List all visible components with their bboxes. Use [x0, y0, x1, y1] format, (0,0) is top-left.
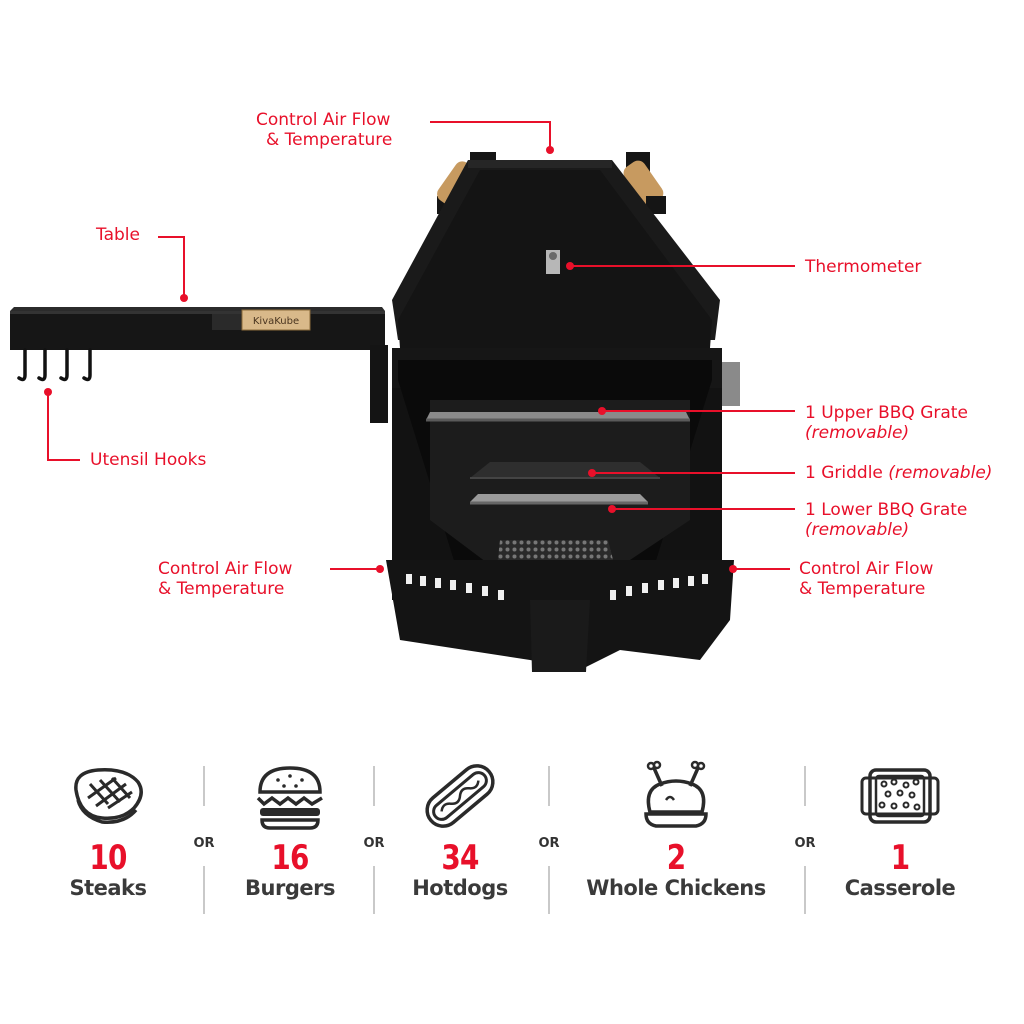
thermometer-gauge [546, 250, 560, 274]
callout-top-air-flow: Control Air Flow & Temperature [256, 110, 392, 150]
or-separator: OR [193, 836, 215, 851]
griddle [470, 462, 660, 479]
grill-diagram: KivaKube [10, 121, 795, 672]
count-casserole: 1 [890, 838, 910, 878]
label-chickens: Whole Chickens [586, 876, 766, 900]
upper-grate [426, 412, 690, 422]
label-burgers: Burgers [245, 876, 335, 900]
callout-line: Table [96, 225, 140, 245]
count-burgers: 16 [271, 838, 309, 878]
count-steaks: 10 [89, 838, 127, 878]
callout-line: Thermometer [805, 257, 922, 277]
vent-slots [406, 574, 708, 600]
count-chickens: 2 [666, 838, 686, 878]
capacity-chickens: 2 Whole Chickens [574, 760, 778, 900]
brand-plate-text: KivaKube [253, 316, 299, 327]
callout-line: 1 Lower BBQ Grate [805, 500, 968, 520]
callout-line: & Temperature [158, 579, 285, 599]
callout-line: (removable) [805, 520, 910, 540]
divider [203, 766, 205, 914]
label-hotdogs: Hotdogs [412, 876, 508, 900]
callout-thermometer: Thermometer [805, 257, 921, 277]
divider [373, 766, 375, 914]
callout-line: 1 Upper BBQ Grate [805, 403, 968, 423]
burger-icon [256, 766, 323, 830]
callout-griddle: 1 Griddle (removable) [805, 463, 992, 483]
capacity-casserole: 1 Casserole [830, 760, 970, 900]
count-hotdogs: 34 [441, 838, 479, 878]
label-casserole: Casserole [844, 876, 956, 900]
right-handle [623, 152, 666, 214]
callout-table: Table [96, 225, 140, 245]
callout-line: (removable) [888, 463, 993, 483]
callout-left-air-flow: Control Air Flow & Temperature [158, 559, 292, 599]
hotdog-icon [425, 764, 495, 828]
chicken-icon [644, 760, 708, 828]
callout-line: 1 Griddle [805, 463, 883, 483]
or-separator: OR [794, 836, 816, 851]
callout-line: & Temperature [266, 130, 393, 150]
callout-line: Control Air Flow [256, 110, 391, 130]
capacity-strip: 10 Steaks OR 16 Burgers OR 34 Hotdogs OR [0, 760, 1024, 930]
leader-lines [47, 121, 795, 570]
callout-line: & Temperature [799, 579, 926, 599]
casserole-icon [860, 768, 940, 824]
callout-line: Utensil Hooks [90, 450, 207, 470]
leader-dots [44, 146, 737, 573]
callout-right-air-flow: Control Air Flow & Temperature [799, 559, 933, 599]
side-table: KivaKube [10, 307, 388, 423]
lower-grate [470, 494, 648, 505]
or-separator: OR [363, 836, 385, 851]
utensil-hooks [17, 348, 92, 382]
callout-line: Control Air Flow [799, 559, 934, 579]
or-separator: OR [538, 836, 560, 851]
steak-icon [74, 768, 143, 824]
capacity-steaks: 10 Steaks [40, 760, 176, 900]
grill-body [386, 152, 740, 672]
brand-plate: KivaKube [212, 309, 311, 331]
callout-lower-grate: 1 Lower BBQ Grate (removable) [805, 500, 967, 540]
label-steaks: Steaks [69, 876, 147, 900]
callout-line: Control Air Flow [158, 559, 293, 579]
divider [804, 766, 806, 914]
callout-upper-grate: 1 Upper BBQ Grate (removable) [805, 403, 968, 443]
capacity-burgers: 16 Burgers [222, 760, 358, 900]
capacity-hotdogs: 34 Hotdogs [392, 760, 528, 900]
divider [548, 766, 550, 914]
callout-utensil-hooks: Utensil Hooks [90, 450, 206, 470]
callout-line: (removable) [805, 423, 910, 443]
